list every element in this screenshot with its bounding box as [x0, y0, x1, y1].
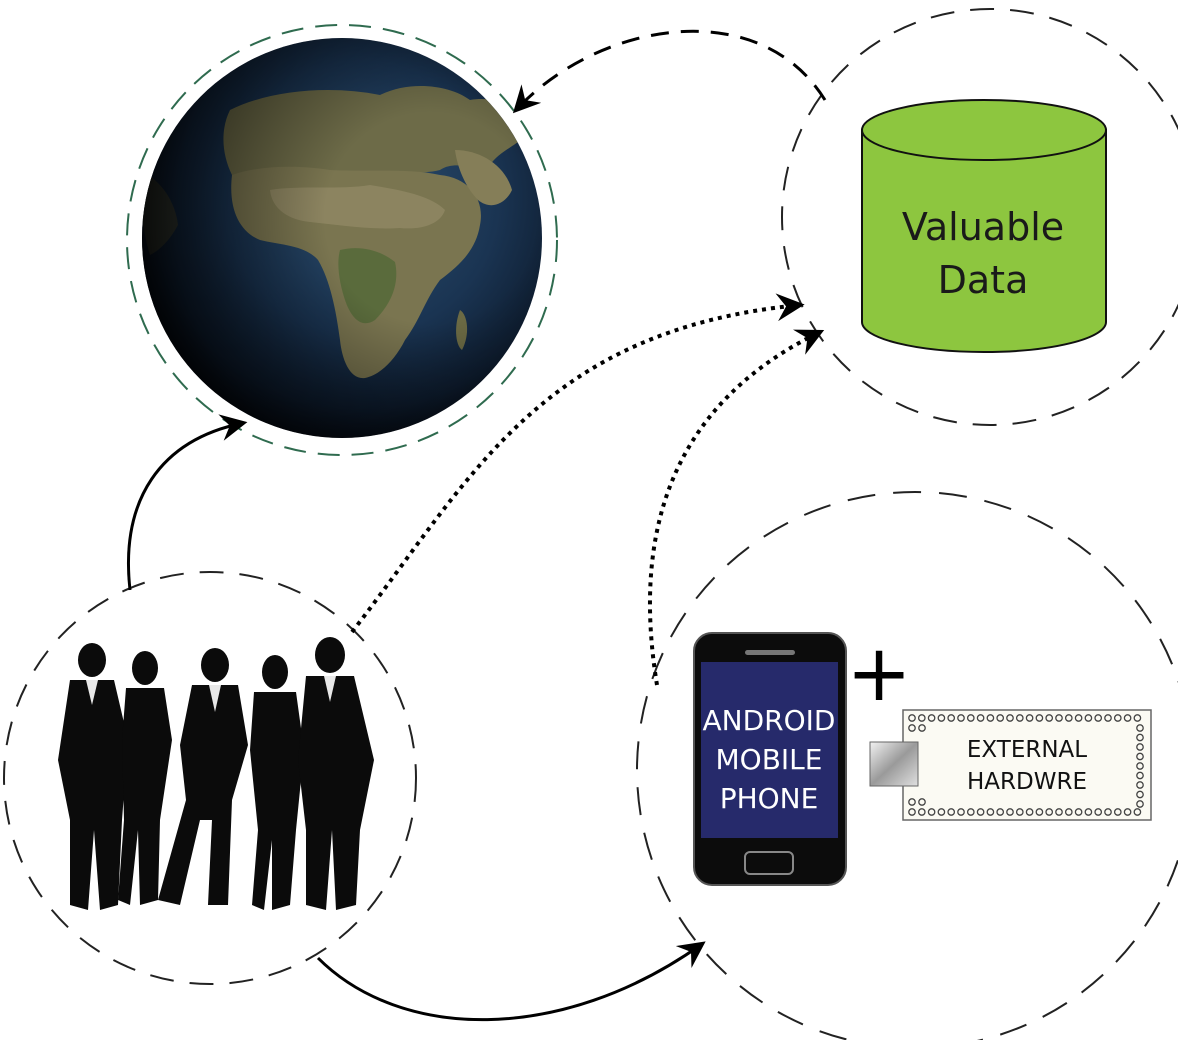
board-pin [1136, 781, 1144, 789]
board-pin [908, 798, 916, 806]
board-pin [1136, 762, 1144, 770]
board-pin [1094, 808, 1103, 816]
board-pin [1015, 714, 1024, 722]
board-pin [918, 798, 926, 806]
business-people-silhouette-icon [58, 637, 374, 910]
plus-sign: + [846, 629, 911, 719]
database-node-circle [781, 8, 1178, 426]
circuit-board-icon [869, 709, 1152, 821]
people-to-phone-arrow [316, 941, 706, 1022]
board-pin [1133, 808, 1142, 816]
board-pin [1113, 714, 1122, 722]
board-pin [927, 714, 936, 722]
board-pin [947, 808, 956, 816]
board-pin [1136, 771, 1144, 780]
board-pin [927, 808, 936, 816]
board-pin [986, 808, 995, 816]
board-pin [1035, 714, 1044, 722]
board-pin [957, 808, 965, 816]
phone-label-line3: PHONE [720, 782, 819, 815]
board-pin [1136, 800, 1144, 808]
phone-to-database-dotted-arrow [647, 329, 825, 686]
database-label-line1: Valuable [902, 205, 1064, 249]
board-pin [966, 808, 975, 816]
board-pin [996, 714, 1005, 722]
board-pin [1136, 743, 1144, 751]
board-pin [947, 714, 956, 722]
board-pin [1123, 714, 1132, 722]
board-pin [1123, 808, 1132, 816]
smartphone-icon [693, 632, 847, 886]
board-pin [1113, 808, 1122, 816]
board-pin [1025, 714, 1034, 722]
board-pin [986, 714, 995, 722]
board-pin [908, 808, 916, 816]
phone-node-circle [636, 491, 1178, 1040]
people-to-database-dotted-arrow [350, 293, 805, 634]
hardware-label-line2: HARDWRE [967, 769, 1087, 795]
board-pin [966, 714, 975, 722]
board-pin [937, 808, 946, 816]
board-pin [1074, 714, 1083, 722]
board-pin [976, 808, 985, 816]
board-pin [1055, 808, 1063, 816]
board-pin [976, 714, 985, 722]
board-pin [1136, 724, 1144, 732]
phone-label-line2: MOBILE [716, 743, 823, 776]
board-pin [1064, 714, 1073, 722]
database-label-line2: Data [938, 258, 1029, 302]
database-cylinder-icon [861, 99, 1107, 353]
board-pin [1045, 714, 1054, 722]
board-pin [957, 714, 965, 722]
board-pin [908, 714, 916, 722]
board-pin [1035, 808, 1044, 816]
board-pin [917, 808, 926, 816]
board-pin [996, 808, 1005, 816]
database-to-globe-arrow [512, 29, 827, 114]
board-pin [1084, 808, 1093, 816]
board-pin [918, 724, 926, 732]
board-pin [937, 714, 946, 722]
earth-globe-icon [142, 38, 542, 438]
board-pin [1136, 752, 1144, 761]
board-pin [1045, 808, 1054, 816]
board-pin [1015, 808, 1024, 816]
board-pin [908, 724, 916, 732]
people-to-globe-arrow [127, 414, 248, 591]
board-pin [1006, 808, 1014, 816]
hardware-label-line1: EXTERNAL [967, 737, 1087, 763]
board-pin [1136, 790, 1144, 799]
people-node-circle [3, 571, 417, 985]
board-pin [917, 714, 926, 722]
globe-node-circle [126, 24, 558, 456]
phone-label-line1: ANDROID [703, 704, 836, 737]
board-pin [1074, 808, 1083, 816]
board-pin [1006, 714, 1014, 722]
board-pin [1064, 808, 1073, 816]
board-pin [1094, 714, 1103, 722]
board-pin [1104, 808, 1112, 816]
board-pin [1025, 808, 1034, 816]
board-pin [1055, 714, 1063, 722]
board-pin [1104, 714, 1112, 722]
board-pin [1084, 714, 1093, 722]
board-pin [1136, 733, 1144, 742]
board-pin [1133, 714, 1142, 722]
